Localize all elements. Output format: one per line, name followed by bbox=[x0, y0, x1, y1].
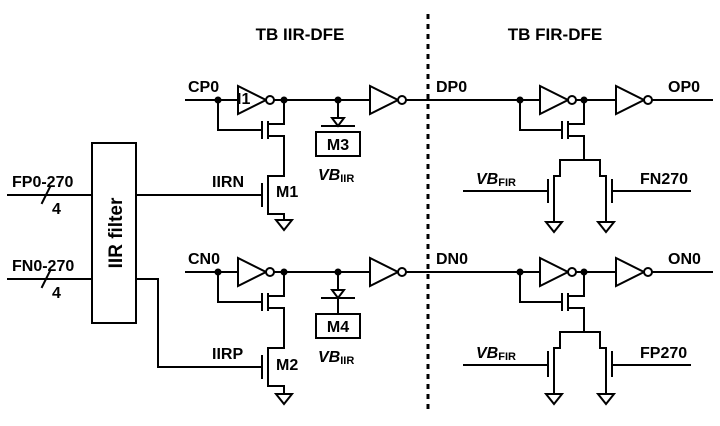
top-fir-feedback-nmos bbox=[519, 99, 585, 161]
fp-input-label: FP0-270 bbox=[12, 174, 73, 191]
m4-capacitor bbox=[315, 271, 361, 339]
i1-label: I1 bbox=[237, 91, 250, 108]
m4-label: M4 bbox=[327, 319, 349, 336]
iirn-label: IIRN bbox=[212, 174, 244, 191]
fp-bus-width: 4 bbox=[52, 201, 61, 218]
iirp-wire bbox=[135, 278, 263, 368]
iir-filter-label: IIR filter bbox=[106, 197, 127, 268]
m1-transistor bbox=[261, 175, 295, 232]
top-iir-output-inverter bbox=[337, 84, 407, 116]
m3-capacitor bbox=[315, 99, 361, 157]
op0-label: OP0 bbox=[668, 79, 700, 96]
bottom-fir-diff-pair bbox=[463, 331, 691, 406]
bottom-feedback-nmos bbox=[217, 271, 285, 349]
header-iir-dfe: TB IIR-DFE bbox=[256, 25, 345, 44]
dp0-label: DP0 bbox=[436, 79, 467, 96]
m2-transistor bbox=[261, 347, 295, 406]
inverter-i1 bbox=[237, 84, 275, 116]
top-vbiir-label: VBIIR bbox=[318, 167, 354, 185]
bottom-vbfir-label: VBFIR bbox=[476, 345, 516, 363]
bottom-vbiir-label: VBIIR bbox=[318, 349, 354, 367]
dn0-label: DN0 bbox=[436, 251, 468, 268]
on0-label: ON0 bbox=[668, 251, 701, 268]
m2-label: M2 bbox=[276, 357, 298, 374]
cp0-label: CP0 bbox=[188, 79, 219, 96]
fp-input-bus: FP0-270 4 bbox=[7, 174, 93, 218]
fn270-label: FN270 bbox=[640, 171, 688, 188]
fn-input-label: FN0-270 bbox=[12, 258, 74, 275]
top-fir-inverter-1 bbox=[539, 84, 577, 116]
m3-label: M3 bbox=[327, 137, 349, 154]
iirp-label: IIRP bbox=[212, 346, 243, 363]
iir-filter-block bbox=[91, 142, 137, 324]
bottom-fir-inverter-2 bbox=[615, 256, 653, 288]
fp270-label: FP270 bbox=[640, 345, 687, 362]
bottom-fir-inverter-1 bbox=[539, 256, 577, 288]
bottom-iir-inverter bbox=[237, 256, 275, 288]
cn0-label: CN0 bbox=[188, 251, 220, 268]
fn-bus-width: 4 bbox=[52, 285, 61, 302]
top-fir-diff-pair bbox=[463, 159, 691, 234]
header-fir-dfe: TB FIR-DFE bbox=[508, 25, 602, 44]
top-fir-inverter-2 bbox=[615, 84, 653, 116]
fn-input-bus: FN0-270 4 bbox=[7, 258, 93, 302]
bottom-iir-output-inverter bbox=[369, 256, 407, 288]
top-vbfir-label: VBFIR bbox=[476, 171, 516, 189]
bottom-fir-feedback-nmos bbox=[519, 271, 585, 333]
top-feedback-nmos bbox=[217, 99, 285, 177]
m1-label: M1 bbox=[276, 184, 298, 201]
